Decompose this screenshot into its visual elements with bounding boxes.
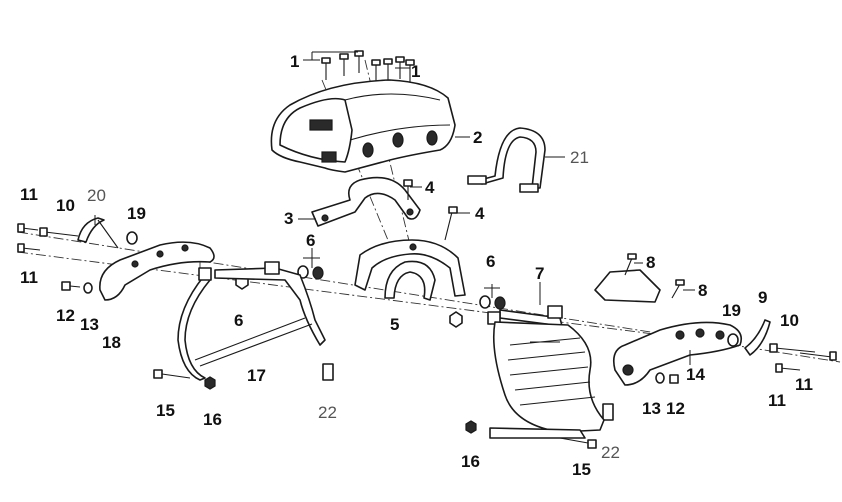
- callout-4a: 4: [425, 178, 435, 197]
- part-10-11-bolts: [17, 223, 837, 373]
- callout-10b: 10: [780, 311, 799, 330]
- callout-8a: 8: [646, 253, 655, 272]
- callout-21: 21: [570, 148, 589, 167]
- part-9-bracket: [744, 319, 771, 356]
- callout-6b: 6: [486, 252, 495, 271]
- callout-20: 20: [87, 186, 106, 205]
- callout-22a: 22: [318, 403, 337, 422]
- callout-15a: 15: [156, 401, 175, 420]
- callout-3: 3: [284, 209, 293, 228]
- callout-6c: 6: [234, 311, 243, 330]
- callout-22b: 22: [601, 443, 620, 462]
- leader-lines: [94, 51, 695, 365]
- callout-labels: 1 1 2 3 4 4 5 6 6 6 7 8 8 9 10 10 11 11 …: [20, 52, 813, 479]
- part-20-bracket: [77, 217, 119, 249]
- callout-19b: 19: [722, 301, 741, 320]
- part-12-13-fasteners: [61, 281, 679, 384]
- right-rack-frame: [489, 321, 605, 439]
- part-1-screws: [321, 50, 415, 82]
- callout-7: 7: [535, 264, 544, 283]
- callout-12b: 12: [666, 399, 685, 418]
- callout-8b: 8: [698, 281, 707, 300]
- part-17-left-rail: [177, 261, 326, 381]
- part-18-side-rail: [99, 241, 215, 301]
- callout-11c: 11: [795, 375, 813, 394]
- part-5-fender-support: [354, 239, 466, 301]
- callout-14: 14: [686, 365, 705, 384]
- callout-10a: 10: [56, 196, 75, 215]
- callout-13a: 13: [80, 315, 99, 334]
- callout-5: 5: [390, 315, 399, 334]
- callout-4b: 4: [475, 204, 485, 223]
- callout-18: 18: [102, 333, 121, 352]
- part-14-side-rail: [612, 321, 743, 386]
- callout-11d: 11: [768, 391, 786, 410]
- part-21-grab-handle: [467, 127, 546, 193]
- callout-9: 9: [758, 288, 767, 307]
- callout-1b: 1: [411, 62, 420, 81]
- callout-19a: 19: [127, 204, 146, 223]
- callout-15b: 15: [572, 460, 591, 479]
- callout-16b: 16: [461, 452, 480, 471]
- part-15-16-fasteners: [153, 369, 597, 449]
- part-19-washers: [126, 231, 739, 347]
- callout-17: 17: [247, 366, 266, 385]
- part-4-bolts: [403, 179, 458, 241]
- callout-11b: 11: [20, 268, 38, 287]
- part-3-fender-bracket: [311, 176, 421, 227]
- callout-13b: 13: [642, 399, 661, 418]
- callout-16a: 16: [203, 410, 222, 429]
- part-22-tube-ends: [322, 363, 614, 421]
- callout-1a: 1: [290, 52, 299, 71]
- callout-6a: 6: [306, 231, 315, 250]
- part-2-rear-fender: [270, 79, 456, 173]
- callout-2: 2: [473, 128, 482, 147]
- callout-12a: 12: [56, 306, 75, 325]
- callout-11a: 11: [20, 185, 38, 204]
- part-8-bracket: [594, 253, 685, 303]
